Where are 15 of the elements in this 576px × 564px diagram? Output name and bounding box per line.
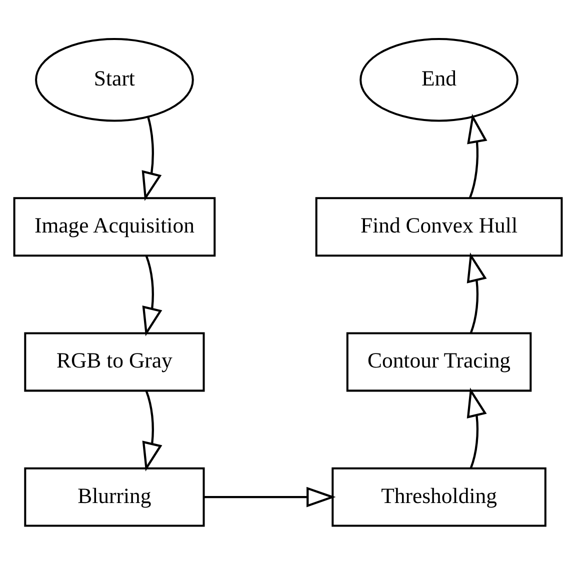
node-box: RGB to Gray bbox=[24, 332, 205, 392]
arrow bbox=[142, 390, 162, 471]
arrow bbox=[142, 254, 162, 336]
node-ellipse: End bbox=[360, 37, 518, 122]
node-box: Thresholding bbox=[332, 466, 546, 526]
arrow bbox=[466, 252, 487, 333]
arrow bbox=[142, 116, 162, 200]
node-box: Blurring bbox=[24, 466, 205, 526]
arrow bbox=[466, 387, 487, 468]
node-box: Find Convex Hull bbox=[315, 196, 563, 256]
node-box: Image Acquisition bbox=[13, 196, 216, 256]
arrow bbox=[467, 113, 488, 198]
node-ellipse: Start bbox=[35, 37, 194, 122]
arrow bbox=[204, 486, 336, 507]
node-box: Contour Tracing bbox=[346, 332, 532, 392]
